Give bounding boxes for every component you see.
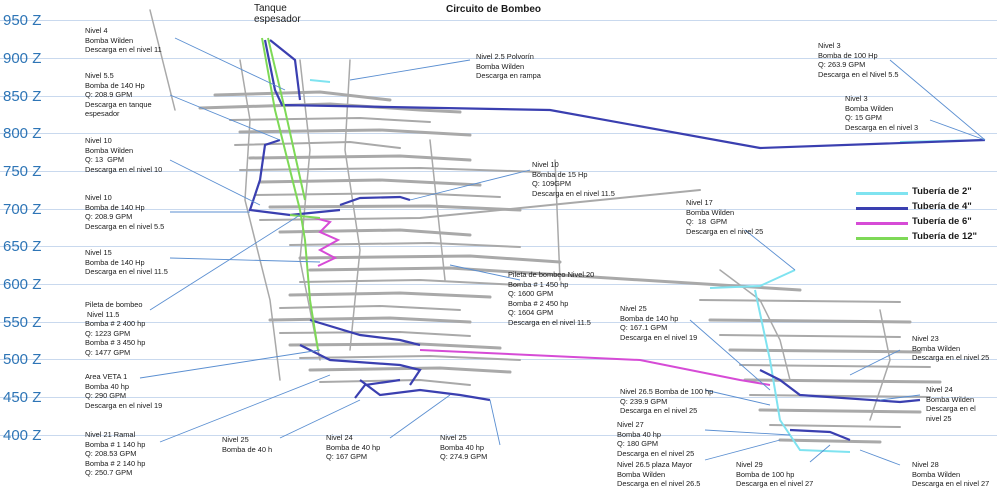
note-nivel-10-15hp: Nivel 10 Bomba de 15 Hp Q: 109GPM Descar… [532,160,615,198]
legend-item-4in: Tubería de 4" [854,200,994,215]
gridline-550 [0,322,997,323]
legend-label-4in: Tubería de 4" [912,201,972,212]
note-nivel-24-wilden: Nivel 24 Bomba Wilden Descarga en el niv… [926,385,976,423]
note-nivel-4: Nivel 4 Bomba Wilden Descarga en el nive… [85,26,162,55]
gridline-900 [0,58,997,59]
level-label-850: 850 Z [3,88,42,105]
note-nivel-17: Nivel 17 Bomba Wilden Q: 18 GPM Descarga… [686,198,764,236]
level-label-900: 900 Z [3,50,42,67]
level-label-500: 500 Z [3,351,42,368]
legend-item-6in: Tubería de 6" [854,215,994,230]
legend-item-2in: Tubería de 2" [854,185,994,200]
note-nivel-3-wilden: Nivel 3 Bomba Wilden Q: 15 GPM Descarga … [845,94,919,132]
note-nivel-2-5-polvorin: Nivel 2.5 Polvorín Bomba Wilden Descarga… [476,52,541,81]
note-nivel-24-40hp: Nivel 24 Bomba de 40 hp Q: 167 GPM [326,433,381,462]
note-nivel-26-5-plaza-mayor: Nivel 26.5 plaza Mayor Bomba Wilden Desc… [617,460,701,489]
gridline-800 [0,133,997,134]
note-nivel-10-140hp: Nivel 10 Bomba de 140 Hp Q: 208.9 GPM De… [85,193,165,231]
gridline-850 [0,96,997,97]
level-label-600: 600 Z [3,276,42,293]
note-nivel-21-ramal: Nivel 21 Ramal Bomba # 1 140 hp Q: 208.5… [85,430,146,478]
note-nivel-10-wilden: Nivel 10 Bomba Wilden Q: 13 GPM Descarga… [85,136,163,174]
gridline-950 [0,20,997,21]
level-label-650: 650 Z [3,238,42,255]
legend-label-6in: Tubería de 6" [912,216,972,227]
gridline-400 [0,435,997,436]
note-nivel-23: Nivel 23 Bomba Wilden Descarga en el niv… [912,334,990,363]
note-nivel-25-40h: Nivel 25 Bomba de 40 h [222,435,273,454]
note-nivel-29: Nivel 29 Bomba de 100 hp Descarga en el … [736,460,814,489]
note-nivel-25-40hp: Nivel 25 Bomba 40 hp Q: 274.9 GPM [440,433,488,462]
level-label-550: 550 Z [3,314,42,331]
level-label-700: 700 Z [3,201,42,218]
level-label-750: 750 Z [3,163,42,180]
legend-label-2in: Tubería de 2" [912,186,972,197]
pipe-legend: Tubería de 2" Tubería de 4" Tubería de 6… [854,185,994,245]
pipe-4in [248,39,986,442]
note-nivel-26-5-100hp: Nivel 26.5 Bomba de 100 hp Q: 239.9 GPM … [620,387,714,416]
callout-leaders [139,37,986,466]
level-label-400: 400 Z [3,427,42,444]
legend-swatch-12in [856,237,908,240]
note-nivel-5-5: Nivel 5.5 Bomba de 140 Hp Q: 208.9 GPM D… [85,71,152,119]
diagram-title: Circuito de Bombeo [446,4,542,15]
legend-swatch-6in [856,222,908,225]
legend-item-12in: Tubería de 12" [854,230,994,245]
note-pileta-nivel-20: Pileta de bombeo Nivel 20 Bomba # 1 450 … [508,270,595,327]
legend-swatch-4in [856,207,908,210]
pipe-6in [314,217,771,386]
level-label-800: 800 Z [3,125,42,142]
note-nivel-3-100hp: Nivel 3 Bomba de 100 Hp Q: 263.9 GPM Des… [818,41,899,79]
note-nivel-15: Nivel 15 Bomba de 140 Hp Descarga en el … [85,248,168,277]
note-pileta-11-5: Pileta de bombeo Nivel 11.5 Bomba # 2 40… [85,300,146,357]
tank-label: Tanque espesador [254,3,301,25]
note-nivel-25-140hp: Nivel 25 Bomba de 140 hp Q: 167.1 GPM De… [620,304,698,342]
legend-label-12in: Tubería de 12" [912,231,978,242]
note-nivel-28: Nivel 28 Bomba Wilden Descarga en el niv… [912,460,990,489]
level-label-950: 950 Z [3,12,42,29]
note-nivel-27: Nivel 27 Bomba 40 hp Q: 180 GPM Descarga… [617,420,695,458]
legend-swatch-2in [856,192,908,195]
level-label-450: 450 Z [3,389,42,406]
gridline-450 [0,397,997,398]
pipe-12in [261,37,321,351]
note-area-veta-1: Area VETA 1 Bomba 40 hp Q: 290 GPM Desca… [85,372,163,410]
